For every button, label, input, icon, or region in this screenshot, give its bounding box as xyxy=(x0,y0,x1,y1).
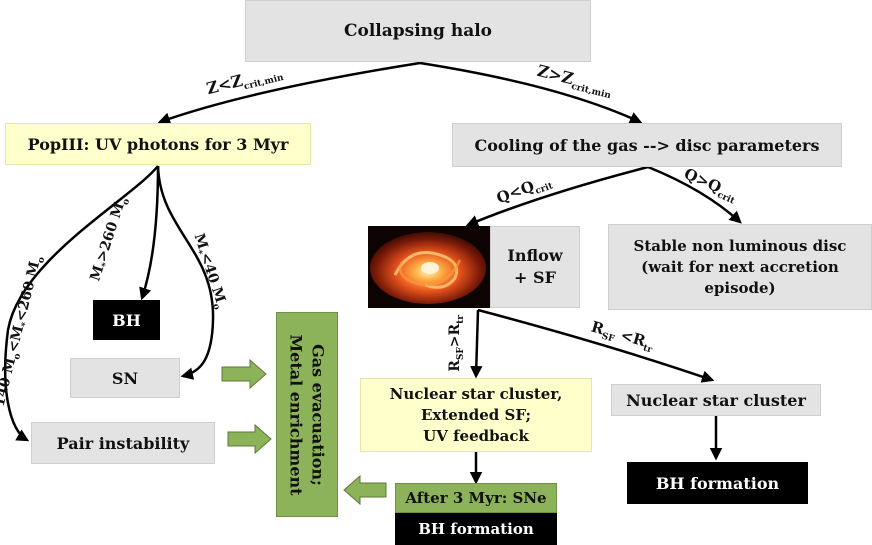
sn-label: SN xyxy=(111,368,139,388)
bh-formation-bottom-label: BH formation xyxy=(418,520,534,538)
inflow-node: Inflow + SF xyxy=(490,226,580,308)
rsf-gt-bsub: tr xyxy=(455,314,466,324)
pair-instability-node: Pair instability xyxy=(31,422,215,464)
edge-inflow-nscext xyxy=(470,309,483,379)
edge-cooling-inflow xyxy=(465,165,649,227)
green-arrow-pair xyxy=(227,423,272,455)
bh-formation-right-label: BH formation xyxy=(655,473,780,493)
edge-popiii-bh xyxy=(139,165,160,301)
cooling-label: Cooling of the gas --> disc parameters xyxy=(474,135,820,155)
cooling-node: Cooling of the gas --> disc parameters xyxy=(452,123,842,167)
nsc-label: Nuclear star cluster xyxy=(626,390,806,410)
stable-label-1: Stable non luminous disc xyxy=(633,236,847,255)
collapsing-halo-node: Collapsing halo xyxy=(245,0,591,62)
stable-disc-node: Stable non luminous disc (wait for next … xyxy=(608,224,872,310)
edge-label-rsf-gt: RSF>Rtr xyxy=(447,315,466,372)
edge-halo-popiii xyxy=(157,61,421,125)
nsc-node: Nuclear star cluster xyxy=(611,384,821,416)
rsf-gt-asub: SF xyxy=(455,347,466,361)
nsc-ext-label-1: Nuclear star cluster, xyxy=(389,384,563,403)
nsc-ext-label-3: UV feedback xyxy=(423,426,529,445)
popiii-label: PopIII: UV photons for 3 Myr xyxy=(27,134,289,154)
edge-popiii-sn xyxy=(156,165,215,380)
bh-label: BH xyxy=(112,310,141,330)
green-arrow-sn xyxy=(221,358,267,390)
inflow-label-1: Inflow xyxy=(507,246,563,265)
gas-label-2: Metal enrichment xyxy=(287,333,306,496)
after3-label: After 3 Myr: SNe xyxy=(405,489,547,507)
stable-label-2: (wait for next accretion xyxy=(641,257,839,276)
gas-label-1: Gas evacuation; xyxy=(309,343,328,486)
sn-node: SN xyxy=(70,358,180,398)
edge-cooling-stable xyxy=(647,165,742,224)
collapsing-halo-label: Collapsing halo xyxy=(343,21,493,41)
edge-popiii-pair xyxy=(3,165,159,442)
popiii-node: PopIII: UV photons for 3 Myr xyxy=(5,123,311,165)
bh-node: BH xyxy=(93,300,160,340)
gas-evacuation-node: Gas evacuation; Metal enrichment xyxy=(276,312,338,517)
rsf-gt-a: R xyxy=(447,360,464,372)
bh-formation-bottom-node: BH formation xyxy=(395,513,557,545)
edge-halo-cooling xyxy=(419,61,643,124)
inflow-label-2: + SF xyxy=(514,268,556,287)
after3-node: After 3 Myr: SNe xyxy=(395,483,557,513)
pair-instability-label: Pair instability xyxy=(56,433,190,453)
nsc-extended-node: Nuclear star cluster, Extended SF; UV fe… xyxy=(360,378,592,452)
bh-formation-right-node: BH formation xyxy=(627,462,808,504)
green-arrow-after3 xyxy=(343,474,387,506)
edge-inflow-nsc xyxy=(477,308,715,383)
nsc-ext-label-2: Extended SF; xyxy=(421,405,531,424)
stable-label-3: episode) xyxy=(704,278,776,297)
rsf-gt-b: >R xyxy=(447,323,464,348)
